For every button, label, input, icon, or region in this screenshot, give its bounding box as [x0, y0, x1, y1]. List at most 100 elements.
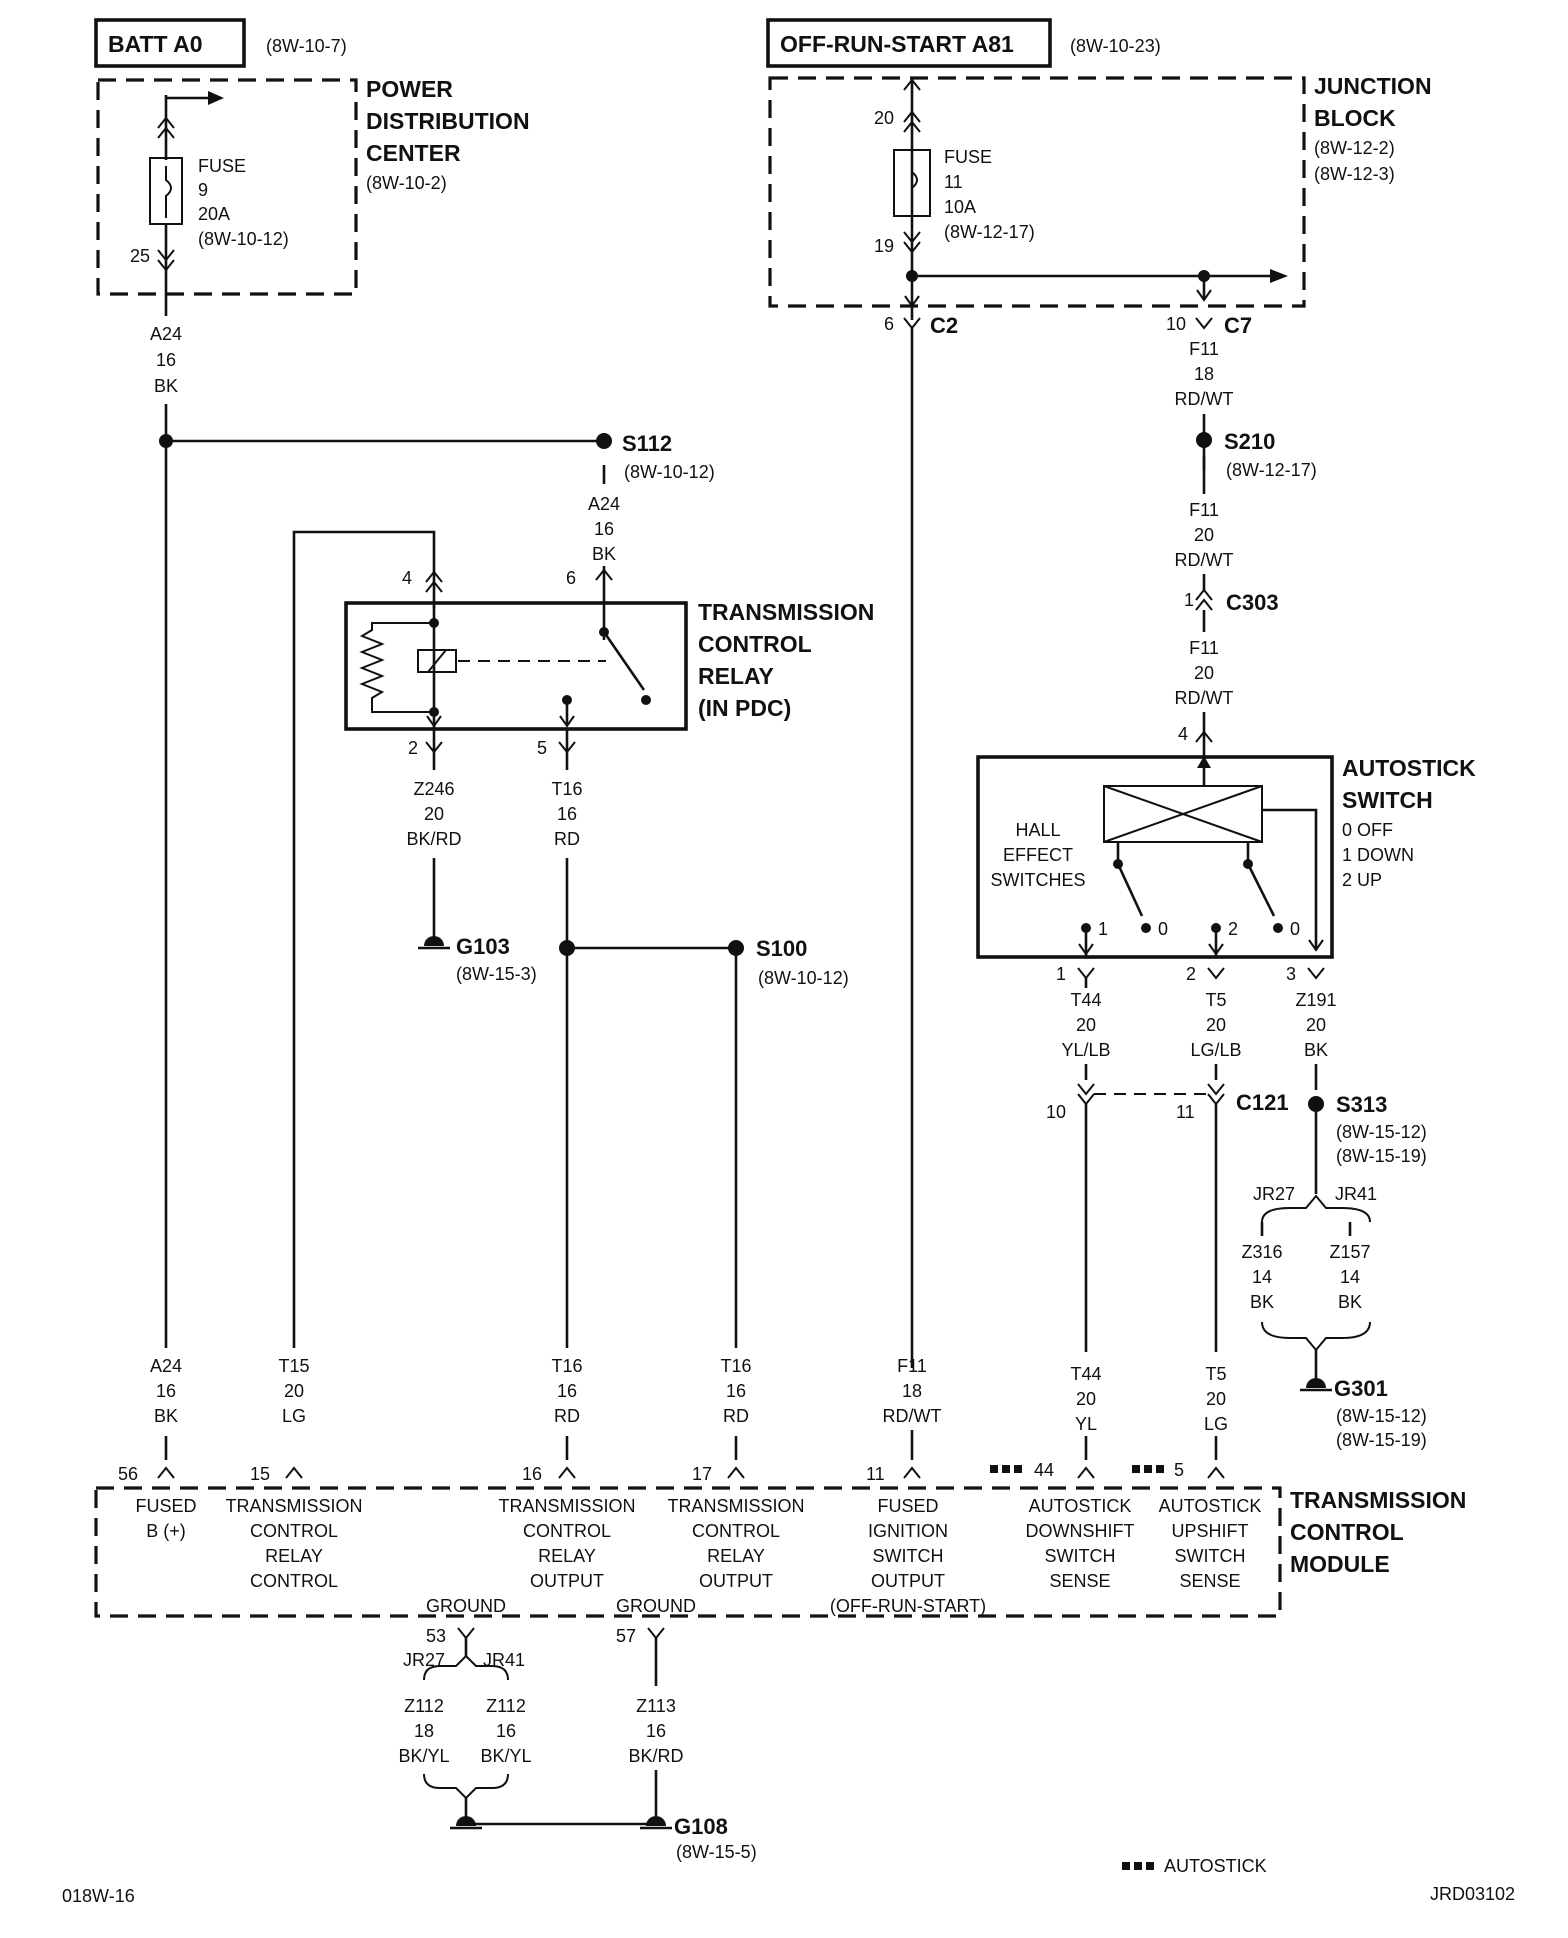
z191-l1: Z191 — [1295, 990, 1336, 1010]
autostick-pin4-connector — [1195, 730, 1213, 743]
switch-out-1-arrow — [1078, 943, 1094, 956]
z112a-l2: 18 — [414, 1721, 434, 1741]
tcm-f5-l1: AUTOSTICK — [1159, 1496, 1262, 1516]
tcm-pin17-connector — [727, 1466, 745, 1479]
tcm-f11-l3: SWITCH — [873, 1546, 944, 1566]
tcm-f44-l3: SWITCH — [1045, 1546, 1116, 1566]
tcm-pin15-connector — [285, 1466, 303, 1479]
t44-tcm-l1: T44 — [1070, 1364, 1101, 1384]
c121-pin11: 11 — [1176, 1102, 1195, 1122]
hall-2-contact-0 — [1273, 923, 1283, 933]
tcm-f16-l4: OUTPUT — [530, 1571, 604, 1591]
jb-title-1: JUNCTION — [1314, 73, 1432, 99]
pdc-fuse-l3: 20A — [198, 204, 230, 224]
z113-l3: BK/RD — [628, 1746, 683, 1766]
tcm-f15-l4: CONTROL — [250, 1571, 338, 1591]
batt-a0-ref: (8W-10-7) — [266, 36, 347, 56]
jb-c7-arrow — [1196, 289, 1212, 302]
t16-tcm2-l3: RD — [723, 1406, 749, 1426]
s313-ref-2: (8W-15-19) — [1336, 1146, 1427, 1166]
tcm-pin11: 11 — [866, 1464, 885, 1484]
tcm-f56-l2: B (+) — [146, 1521, 186, 1541]
f11-tcm-l3: RD/WT — [883, 1406, 942, 1426]
autostick-title-1: AUTOSTICK — [1342, 755, 1476, 781]
a24-top-l1: A24 — [150, 324, 182, 344]
autostick-pin3-arrow — [1308, 939, 1324, 952]
off-run-start-ref: (8W-10-23) — [1070, 36, 1161, 56]
pdc-box — [96, 78, 358, 296]
c303-label: C303 — [1226, 590, 1279, 615]
g301-ref-1: (8W-15-12) — [1336, 1406, 1427, 1426]
t5-sw-l1: T5 — [1205, 990, 1226, 1010]
a24-relay-l1: A24 — [588, 494, 620, 514]
z191-l2: 20 — [1306, 1015, 1326, 1035]
relay-title-4: (IN PDC) — [698, 695, 791, 721]
switch-out-2-arrow — [1208, 943, 1224, 956]
s313-label: S313 — [1336, 1092, 1387, 1117]
tcm-f56-l1: FUSED — [135, 1496, 196, 1516]
autostick-mode-2: 2 UP — [1342, 870, 1382, 890]
t15-tcm-l1: T15 — [278, 1356, 309, 1376]
t16-tcm1-bg — [541, 1348, 593, 1436]
relay-switch-contact — [641, 695, 651, 705]
tcm-pin53: 53 — [426, 1626, 446, 1646]
z112-merge-brace — [423, 1773, 509, 1800]
tcm-pin16-connector — [558, 1466, 576, 1479]
t16-tcm1-l3: RD — [554, 1406, 580, 1426]
t44-sw-l1: T44 — [1070, 990, 1101, 1010]
f11-tcm-l2: 18 — [902, 1381, 922, 1401]
s112-ref: (8W-10-12) — [624, 462, 715, 482]
g108-ground-icon — [646, 1816, 666, 1826]
s313-ref-1: (8W-15-12) — [1336, 1122, 1427, 1142]
c121-label: C121 — [1236, 1090, 1289, 1115]
relay-box — [344, 601, 688, 731]
jb-fuse-l1: FUSE — [944, 147, 992, 167]
z191-l3: BK — [1304, 1040, 1328, 1060]
relay-title-3: RELAY — [698, 663, 774, 689]
jb-pin-20: 20 — [874, 108, 894, 128]
jb-fuse-11 — [893, 149, 931, 217]
t16-relay-l1: T16 — [551, 779, 582, 799]
f11-s210-l2: 20 — [1194, 525, 1214, 545]
tcm-pin56-connector — [157, 1466, 175, 1479]
z113-l1: Z113 — [636, 1696, 676, 1716]
c303-connector — [1195, 588, 1213, 611]
t15-wire — [292, 530, 436, 1430]
hall-2-arm — [1246, 863, 1276, 917]
jb-title-2: BLOCK — [1314, 105, 1396, 131]
z113-l2: 16 — [646, 1721, 666, 1741]
s210-ref: (8W-12-17) — [1226, 460, 1317, 480]
pdc-fuse-element — [165, 166, 172, 218]
tcm-title-2: CONTROL — [1290, 1519, 1404, 1545]
pdc-ref: (8W-10-2) — [366, 173, 447, 193]
f11-c303-l1: F11 — [1189, 638, 1219, 658]
as-pin1: 1 — [1056, 964, 1066, 984]
t44-tcm-l2: 20 — [1076, 1389, 1096, 1409]
relay-pin5-arrow — [559, 715, 575, 728]
tcm-f16-l1: TRANSMISSION — [498, 1496, 635, 1516]
tcm-f11-l1: FUSED — [877, 1496, 938, 1516]
z157-l1: Z157 — [1329, 1242, 1370, 1262]
hall-1-contact-0 — [1141, 923, 1151, 933]
footer-right-code: JRD03102 — [1430, 1884, 1515, 1904]
t5-tcm-l2: 20 — [1206, 1389, 1226, 1409]
tcm-pin17: 17 — [692, 1464, 712, 1484]
tcm-box — [94, 1486, 1282, 1618]
a24-top-label-bg — [146, 316, 186, 404]
t5-tcm-l3: LG — [1204, 1414, 1228, 1434]
relay-pin6: 6 — [566, 568, 576, 588]
tcm-f11-l2: IGNITION — [868, 1521, 948, 1541]
tcm-f15-l3: RELAY — [265, 1546, 323, 1566]
tcm-pin11-connector — [903, 1466, 921, 1479]
a24-relay-l2: 16 — [594, 519, 614, 539]
autostick-mark-5a — [1132, 1465, 1140, 1473]
tcm-f5-l2: UPSHIFT — [1171, 1521, 1248, 1541]
pdc-title-3: CENTER — [366, 140, 461, 166]
tcm-f15-l1: TRANSMISSION — [225, 1496, 362, 1516]
autostick-title-2: SWITCH — [1342, 787, 1433, 813]
s112-label: S112 — [622, 431, 672, 456]
hall-2-label-0: 0 — [1290, 919, 1300, 939]
tcm-pin44: 44 — [1034, 1460, 1054, 1480]
legend-mark-b — [1134, 1862, 1142, 1870]
t16-tcm2-l1: T16 — [720, 1356, 751, 1376]
